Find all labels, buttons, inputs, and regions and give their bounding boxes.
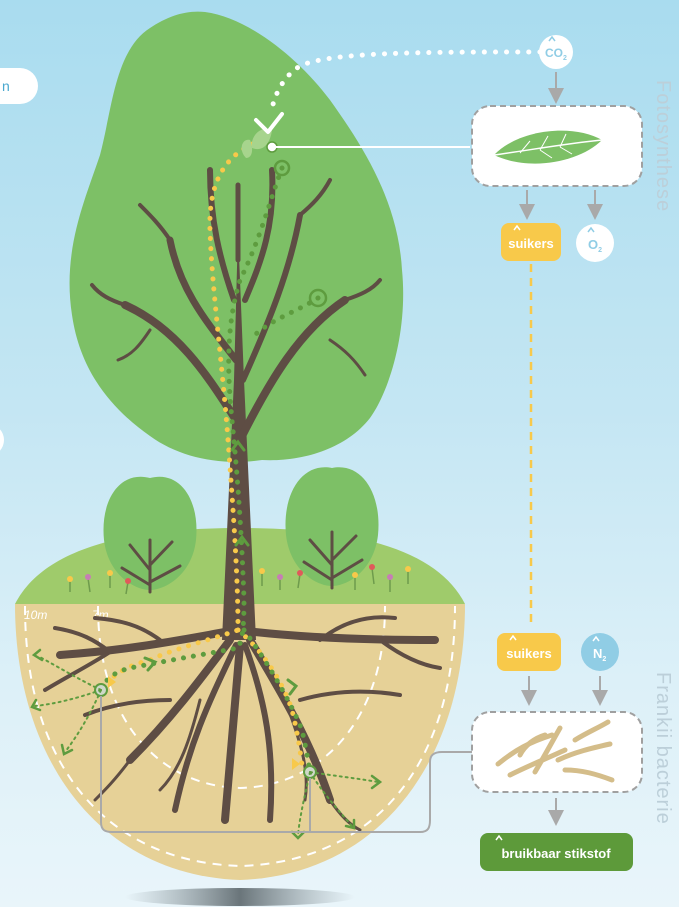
left-edge-circle bbox=[0, 424, 4, 456]
suikers-bottom-label: suikers bbox=[506, 646, 552, 661]
left-edge-bubble-text: n bbox=[2, 78, 10, 94]
ring-10m-label: 10m bbox=[24, 608, 47, 622]
bruikbaar-stikstof-badge: bruikbaar stikstof bbox=[480, 833, 633, 871]
suikers-bottom-badge: suikers bbox=[497, 633, 561, 671]
suikers-top-badge: suikers bbox=[501, 223, 561, 261]
bruikbaar-stikstof-label: bruikbaar stikstof bbox=[501, 846, 611, 861]
fotosynthese-label: Fotosynthese bbox=[651, 80, 674, 212]
co2-bubble: CO2 bbox=[539, 35, 573, 69]
frankii-label: Frankii bacterie bbox=[651, 672, 674, 825]
n2-bubble: N2 bbox=[581, 633, 619, 671]
ground-shadow bbox=[125, 888, 355, 906]
suikers-top-label: suikers bbox=[508, 236, 554, 251]
o2-bubble: O2 bbox=[576, 224, 614, 262]
